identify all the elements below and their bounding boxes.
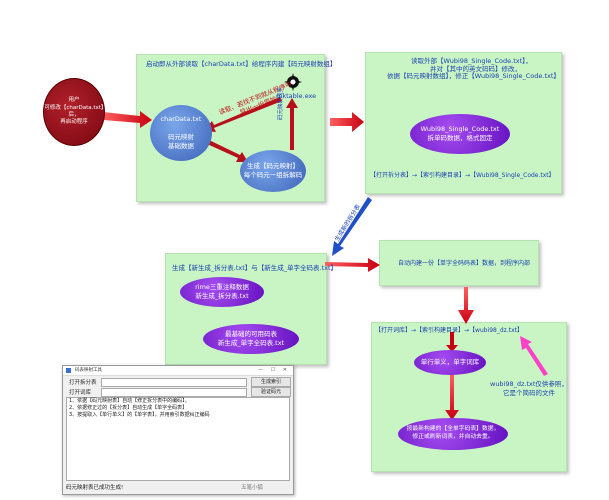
- panel4-text: 自动内建一份【单字全码码表】数据，到程序内部: [398, 260, 531, 267]
- panel2-line3: 依据【码元映射数组】，修正【Wubi98_Single_Code.txt】: [387, 72, 560, 80]
- generate-index-button[interactable]: 生成索引: [251, 377, 291, 387]
- generate-ellipse: 生成【码元映射】 每个码元一组拆解码: [240, 150, 306, 192]
- open-dict-input[interactable]: [101, 388, 247, 397]
- wubi-dz-note: wubi98_dz.txt仅供参照， 它是个简码的文件: [490, 380, 568, 397]
- open-split-input[interactable]: [101, 378, 247, 387]
- full-code-ellipse: 最基础的可用码表 新生成_单字全码表.txt: [203, 324, 299, 354]
- split-table-ellipse: rime三重注释数据 新生成_拆分表.txt: [180, 277, 264, 307]
- sync-label: 码元映射同步: [278, 86, 284, 120]
- panel5-path: 【打开词库】→【索引构建目录】→【wubi98_dz.txt】: [375, 327, 523, 334]
- open-dict-label: 打开词库: [69, 390, 92, 396]
- instruction-line: 1、依据【码元映射表】自动【修正拆分表中的编码】。: [69, 398, 190, 404]
- single-char-ellipse: 单行单义，单字词库: [414, 350, 486, 375]
- generate-split-label: 生成新的拆分表: [333, 203, 362, 243]
- window-title: 码表映射工具: [75, 368, 102, 373]
- verify-codes-button[interactable]: 验证码元: [251, 387, 291, 397]
- panel3-title: 生成【新生成_拆分表.txt】与【新生成_单字全码表.txt】: [172, 264, 338, 272]
- arrow-panel4-to-panel5: [458, 287, 474, 324]
- user-node: 用户 可修改【charData.txt】后， 再启动程序: [43, 78, 105, 146]
- panel-generate-split: [165, 253, 327, 365]
- instruction-line: 3、按提取入【单行单义】的【单字表】，并用索引数据纠正编码: [69, 412, 210, 418]
- open-split-label: 打开拆分表: [69, 380, 97, 386]
- instructions-textarea[interactable]: 1、依据【码元映射表】自动【修正拆分表中的编码】。 2、依据修正过的【拆分表】自…: [66, 397, 290, 481]
- app-icon: [66, 368, 71, 373]
- panel2-path: 【打开拆分表】→【索引构建目录】→【Wubi98_Single_Code.txt…: [370, 172, 555, 179]
- mktable-label: mktable.exe: [276, 92, 317, 100]
- status-brand: 五笔小狐: [240, 485, 263, 491]
- panel1-title: 启动即从外部读取【charData.txt】给程序内建【码元映射数组】: [146, 60, 337, 68]
- window-controls[interactable]: — ☐ ✕: [258, 367, 290, 373]
- wubi-single-ellipse: Wubi98_Single_Code.txt 拆单码数据，格式固定: [410, 114, 510, 154]
- app-window: 码表映射工具 — ☐ ✕ 打开拆分表 生成索引 打开词库 验证码元 1、依据【码…: [62, 365, 294, 495]
- refresh-ellipse: 按最新构建的【全单字码表】数据， 修正或刷新词表，并自动去重。: [398, 418, 508, 450]
- arrow-panel1-to-panel2: [330, 112, 364, 132]
- status-message: 码元映射表已成功生成!: [66, 485, 124, 491]
- instruction-line: 2、依据修正过的【拆分表】自动生成【单字全码表】: [69, 405, 188, 411]
- panel2-line1: 读取外部【Wubi98_Single_Code.txt】，: [411, 57, 532, 65]
- window-titlebar: 码表映射工具 — ☐ ✕: [63, 366, 293, 376]
- panel2-line2: 并对【其中的英文码码】修改，: [430, 65, 521, 73]
- chardata-ellipse: charData.txt 码元映射 基础数据: [150, 105, 212, 161]
- panel-auto-build: [379, 240, 539, 286]
